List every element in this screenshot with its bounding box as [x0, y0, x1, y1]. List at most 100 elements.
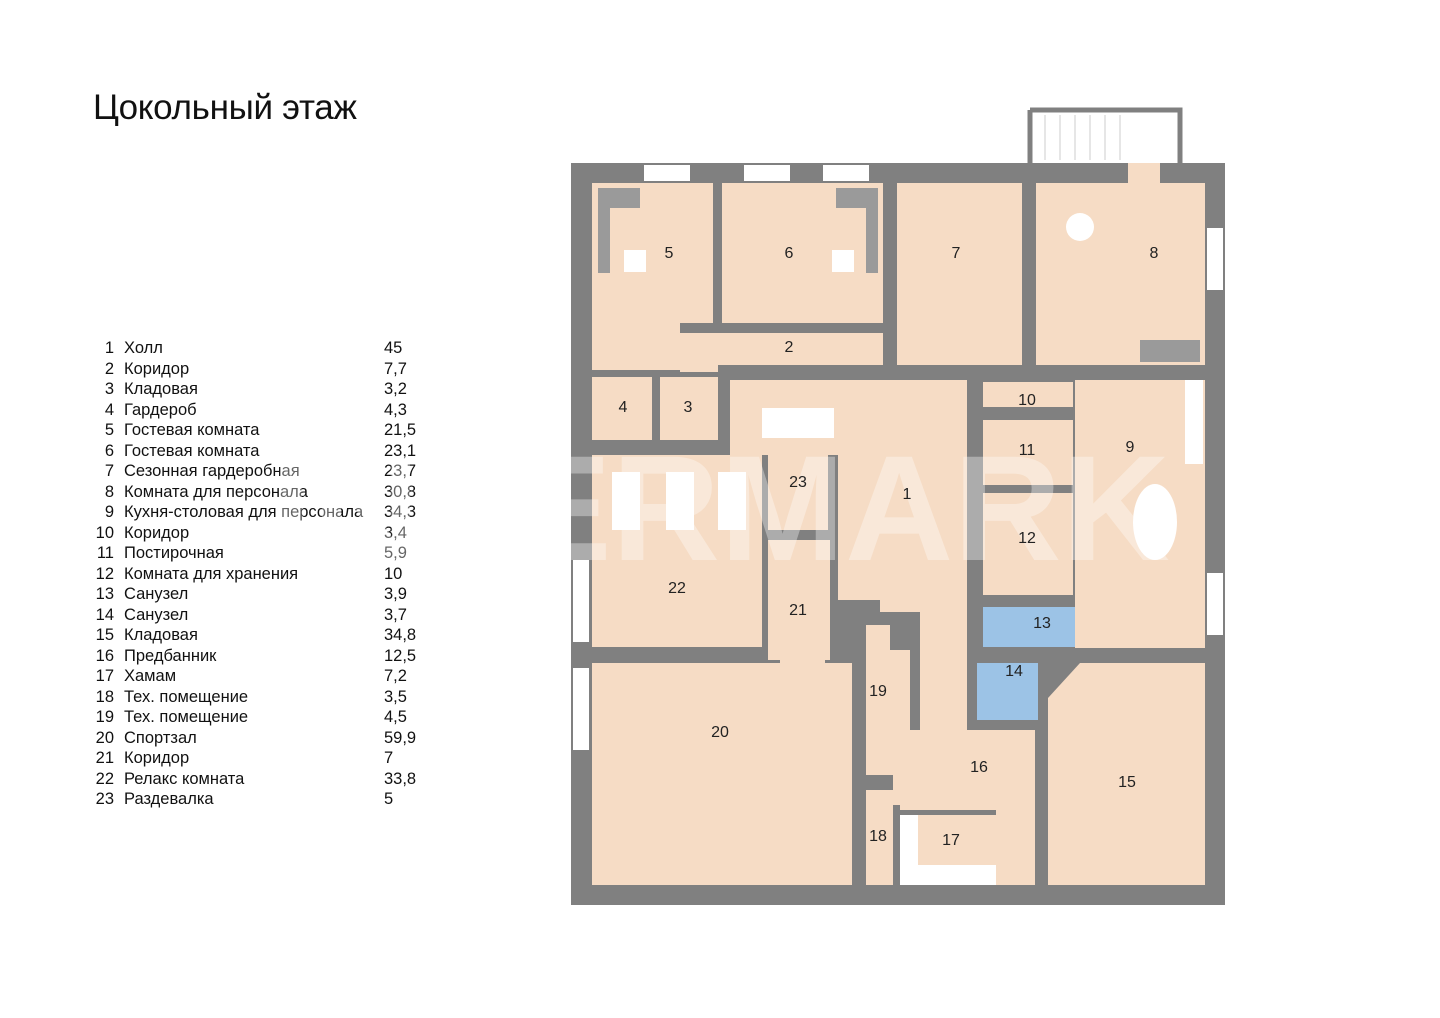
legend-room-area: 3,9 — [384, 585, 407, 603]
watermark: INTERMARK — [270, 424, 1170, 592]
legend-room-name: Гостевая комната — [124, 421, 260, 439]
room-label-12: 12 — [1018, 530, 1036, 547]
legend-number: 19 — [95, 708, 114, 726]
room-2 — [680, 333, 883, 372]
room-label-5: 5 — [665, 245, 674, 262]
legend-number: 10 — [95, 523, 114, 542]
legend-room-area: 7,7 — [384, 359, 407, 378]
legend-room-name: Санузел — [124, 605, 189, 624]
legend-number: 18 — [95, 687, 114, 706]
room-17 — [918, 815, 996, 865]
room-label-3: 3 — [684, 399, 693, 416]
hamam-bench — [900, 865, 996, 885]
legend-room-name: Спортзал — [124, 728, 197, 747]
room-1 — [730, 380, 967, 730]
legend-room-name: Кладовая — [124, 380, 198, 398]
room-label-10: 10 — [1018, 392, 1036, 409]
page-title: Цокольный этаж — [93, 88, 357, 127]
legend-room-area: 30,8 — [384, 482, 417, 501]
legend-number: 3 — [104, 380, 114, 398]
legend-room-area: 34,3 — [384, 503, 417, 521]
legend-row: 12 Комната для хранения 10 — [90, 564, 430, 585]
legend-room-name: Постирочная — [124, 544, 224, 562]
room-label-2: 2 — [785, 339, 794, 356]
legend-number: 11 — [96, 544, 114, 562]
legend-row: 5 Гостевая комната 21,5 — [90, 420, 430, 441]
room-18 — [866, 790, 893, 885]
legend-row: 6 Гостевая комната 23,1 — [90, 441, 430, 462]
legend-room-name: Предбанник — [124, 646, 217, 665]
legend-room-name: Коридор — [124, 523, 190, 542]
legend-row: 10 Коридор 3,4 — [90, 523, 430, 544]
room-label-22: 22 — [668, 580, 686, 597]
legend-number: 5 — [104, 421, 114, 439]
room-label-8: 8 — [1150, 245, 1159, 262]
legend-room-area: 34,8 — [384, 626, 417, 644]
legend-room-name: Релакс комната — [124, 769, 245, 788]
legend-room-name: Холл — [124, 339, 163, 357]
stair-steps — [1044, 115, 1121, 160]
windows — [573, 165, 1223, 750]
room-11 — [983, 420, 1073, 485]
legend-number: 6 — [104, 441, 114, 460]
legend-room-area: 59,9 — [384, 728, 417, 747]
room-7 — [897, 183, 1022, 365]
room-16 — [893, 730, 1035, 885]
legend-room-area: 10 — [384, 564, 403, 583]
legend-number: 1 — [104, 339, 114, 357]
legend-room-name: Гардероб — [124, 400, 197, 419]
legend-room-area: 21,5 — [384, 421, 417, 439]
room-12 — [983, 493, 1073, 595]
legend-number: 8 — [104, 482, 114, 501]
legend-room-area: 3,2 — [384, 380, 407, 398]
legend-number: 23 — [95, 790, 114, 808]
legend-room-name: Кладовая — [124, 626, 198, 644]
legend-room-area: 7,2 — [384, 667, 407, 685]
room-label-20: 20 — [711, 724, 729, 741]
room-label-11: 11 — [1019, 442, 1036, 459]
legend-number: 13 — [95, 585, 114, 603]
legend-room-name: Санузел — [124, 585, 189, 603]
room-20 — [592, 652, 852, 885]
room-8 — [1036, 163, 1205, 365]
legend-room-name: Кухня-столовая для персонала — [124, 503, 364, 521]
legend-room-area: 23,1 — [384, 441, 417, 460]
legend-number: 7 — [104, 462, 114, 480]
legend-number: 20 — [95, 728, 114, 747]
legend-number: 17 — [95, 667, 114, 685]
room-label-23: 23 — [789, 474, 807, 491]
legend-room-name: Комната для хранения — [124, 564, 299, 583]
legend-room-area: 3,7 — [384, 605, 407, 624]
legend-room-name: Тех. помещение — [124, 687, 249, 706]
legend-room-name: Гостевая комната — [124, 441, 260, 460]
legend-row: 18 Тех. помещение 3,5 — [90, 687, 430, 708]
legend-number: 22 — [95, 769, 114, 788]
legend-room-name: Сезонная гардеробная — [124, 462, 300, 480]
room-label-1: 1 — [903, 486, 912, 503]
legend-room-name: Тех. помещение — [124, 708, 249, 726]
room-label-17: 17 — [942, 832, 960, 849]
room-21 — [768, 540, 830, 660]
legend-room-area: 4,3 — [384, 400, 407, 419]
room-4 — [592, 377, 652, 440]
legend-row: 20 Спортзал 59,9 — [90, 728, 430, 749]
legend-room-name: Раздевалка — [124, 790, 214, 808]
legend-room-area: 3,4 — [384, 523, 407, 542]
furniture — [598, 188, 1203, 560]
legend-room-area: 3,5 — [384, 687, 407, 706]
room-label-7: 7 — [952, 245, 961, 262]
room-label-19: 19 — [869, 683, 887, 700]
legend-number: 12 — [95, 564, 114, 583]
legend-room-name: Коридор — [124, 749, 190, 767]
